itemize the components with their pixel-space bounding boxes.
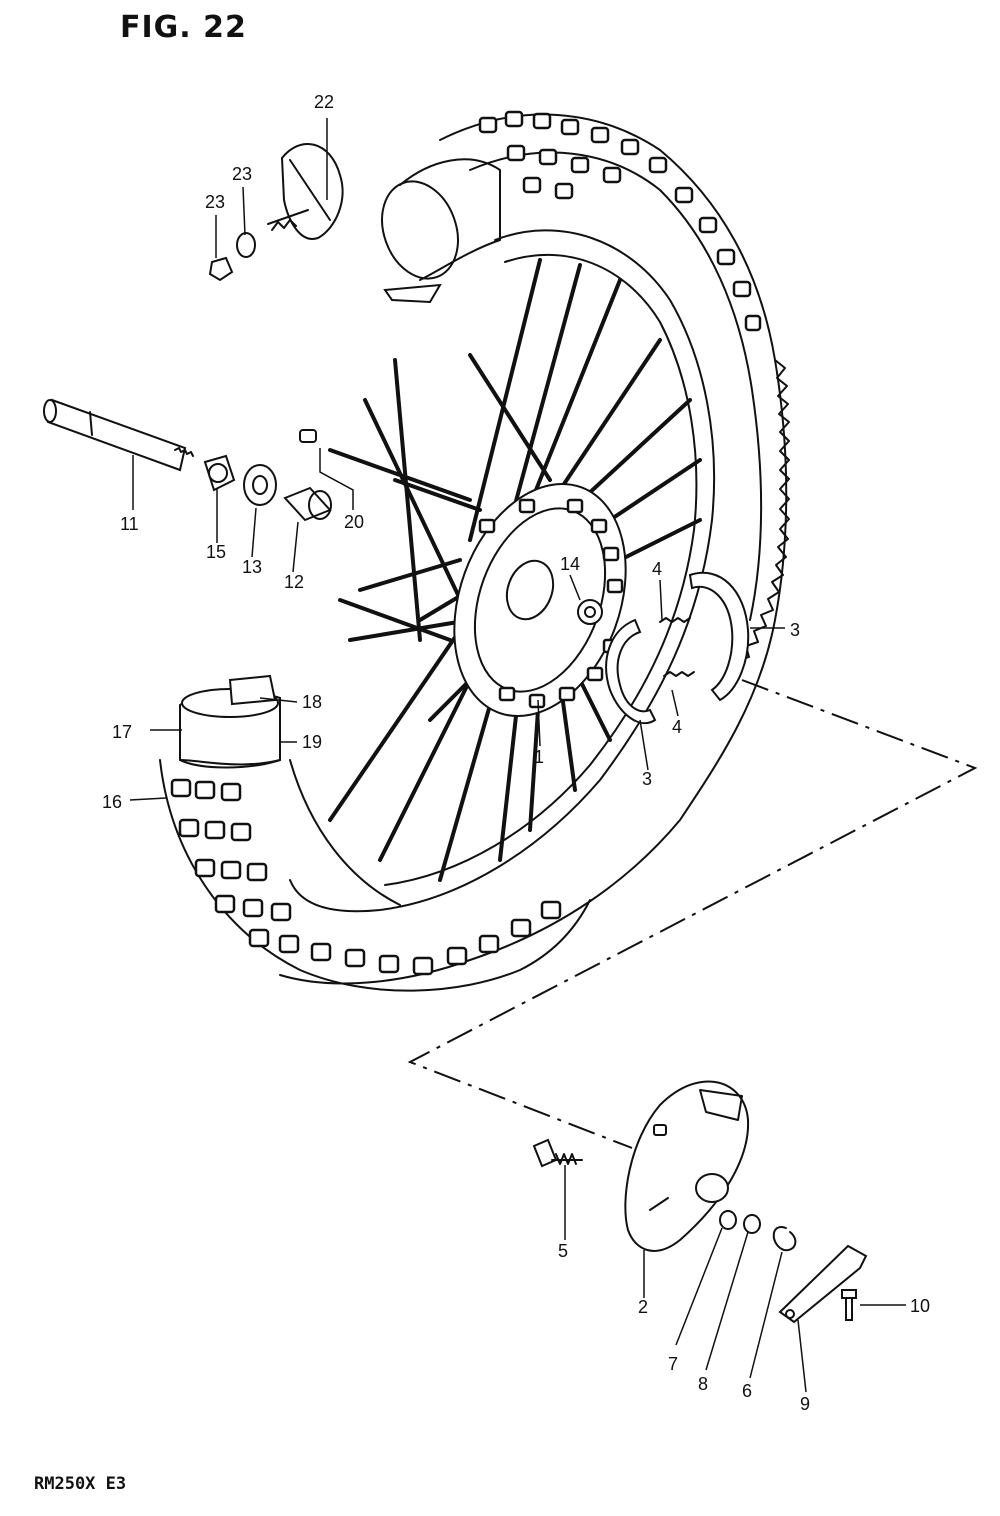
- rim-lock: [208, 142, 344, 282]
- tire-lower-cutaway: [159, 674, 591, 992]
- brake-panel-assembly: [532, 1080, 868, 1324]
- tread-blocks-lower: [170, 778, 562, 976]
- axle-assembly: [43, 398, 332, 522]
- callout-1: 1: [534, 747, 544, 767]
- assembly-line: [407, 679, 978, 1149]
- callout-22: 23: [232, 164, 252, 184]
- hub-fins: [478, 498, 624, 709]
- callout-12: 12: [284, 572, 304, 592]
- callout-3b: 3: [642, 769, 652, 789]
- figure-title: FIG. 22: [120, 10, 247, 45]
- callout-6: 6: [742, 1381, 752, 1401]
- callout-19: 19: [302, 732, 322, 752]
- callout-8: 8: [698, 1374, 708, 1394]
- callouts: 22 23 23 11 15 13 12 20 14 4 3 4 1 3 18 …: [102, 92, 930, 1414]
- brake-shoes: [605, 571, 750, 725]
- callout-20: 20: [344, 512, 364, 532]
- callout-16: 16: [102, 792, 122, 812]
- callout-14: 14: [560, 554, 580, 574]
- callout-3a: 3: [790, 620, 800, 640]
- callout-10: 10: [910, 1296, 930, 1316]
- tread-blocks-top: [478, 110, 762, 332]
- callout-11: 11: [120, 514, 139, 534]
- callout-4a: 4: [652, 559, 662, 579]
- callout-15: 15: [206, 542, 226, 562]
- callout-18: 18: [302, 692, 322, 712]
- callout-7: 7: [668, 1354, 678, 1374]
- tire: [279, 110, 790, 985]
- leader-lines: [129, 118, 906, 1393]
- tube-cutaway-top: [381, 158, 501, 304]
- callout-2: 2: [638, 1297, 648, 1317]
- model-code: RM250X E3: [34, 1474, 127, 1494]
- callout-17: 17: [112, 722, 132, 742]
- callout-23: 23: [205, 192, 225, 212]
- callout-4b: 4: [672, 717, 682, 737]
- callout-21: 22: [314, 92, 334, 112]
- callout-9: 9: [800, 1394, 810, 1414]
- hub: [453, 482, 627, 718]
- callout-5: 5: [558, 1241, 568, 1261]
- callout-13: 13: [242, 557, 262, 577]
